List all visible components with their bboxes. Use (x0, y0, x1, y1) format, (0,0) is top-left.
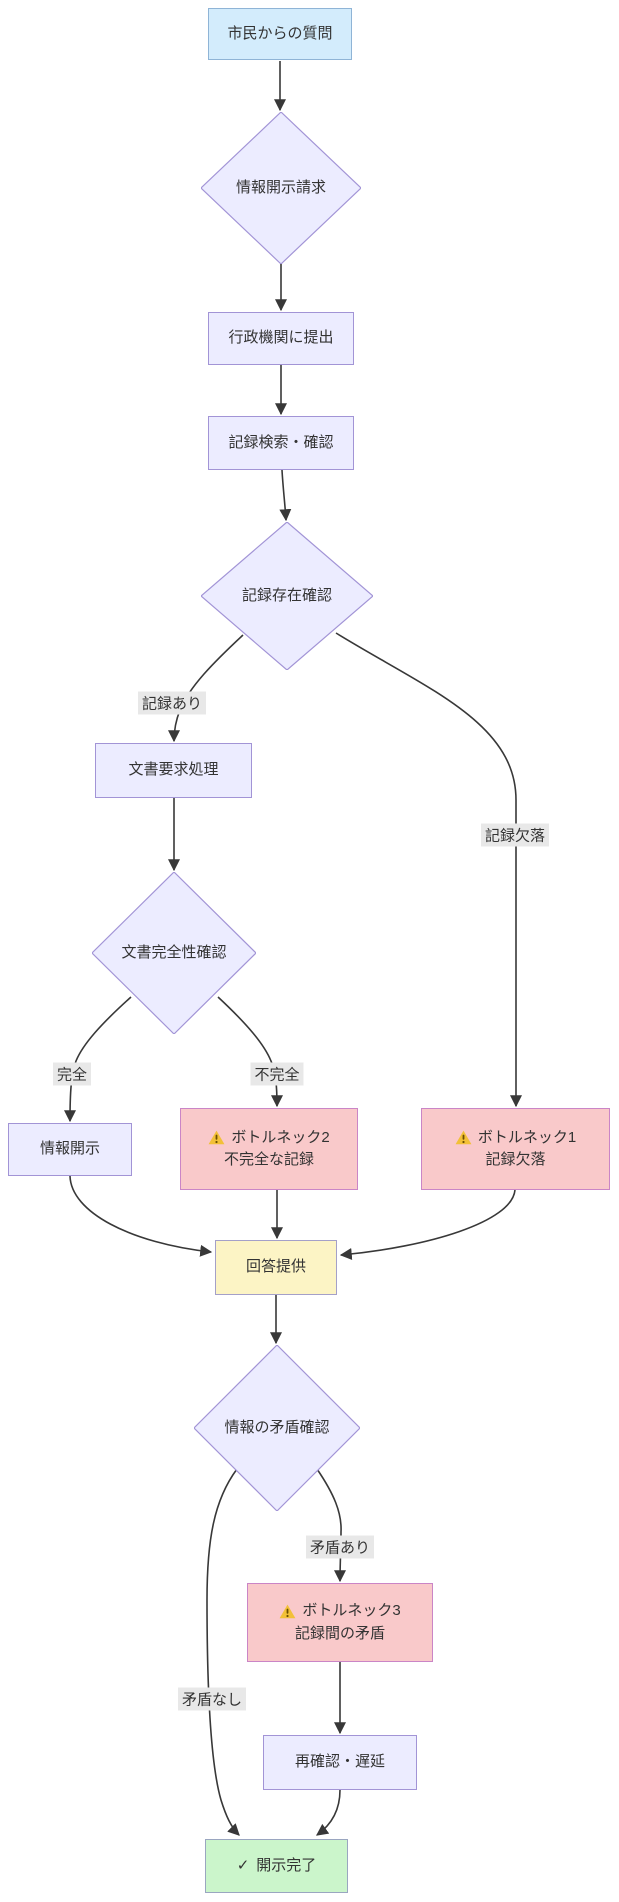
node-document-request: 文書要求処理 (95, 743, 252, 798)
node-contradiction-check-label: 情報の矛盾確認 (224, 1418, 330, 1436)
node-doc-completeness-check: 文書完全性確認 (92, 872, 256, 1034)
node-citizen-question: 市民からの質問 (208, 8, 352, 60)
diamond-shape (201, 522, 373, 670)
node-disclosure-request: 情報開示請求 (201, 112, 361, 264)
edge-bottleneck1-to-answer (339, 1189, 516, 1260)
node-disclosure-complete-label: 開示完了 (256, 1856, 317, 1874)
node-record-search-label: 記録検索・確認 (228, 433, 334, 451)
node-record-exists-check: 記録存在確認 (201, 522, 373, 670)
diamond-shape (92, 872, 256, 1034)
bottleneck3-subtitle: 記録間の矛盾 (294, 1624, 385, 1642)
node-bottleneck2: ボトルネック2 不完全な記録 (180, 1108, 358, 1190)
edge-label-incomplete: 不完全 (250, 1062, 304, 1086)
diamond-shape (194, 1345, 360, 1511)
edge-contradiction-to-bottleneck3 (316, 1468, 347, 1583)
edge-search-to-exists (279, 469, 292, 522)
node-disclosure-request-label: 情報開示請求 (235, 178, 326, 196)
node-answer-provision: 回答提供 (215, 1240, 337, 1295)
check-icon: ✓ (236, 1856, 250, 1874)
node-record-exists-check-label: 記録存在確認 (241, 586, 332, 604)
warning-icon (279, 1604, 296, 1619)
edge-completeness-to-disclosure (64, 996, 132, 1123)
node-submit-to-agency-label: 行政機関に提出 (228, 329, 334, 347)
bottleneck1-subtitle: 記録欠落 (485, 1151, 546, 1168)
edge-label-no-contradiction: 矛盾なし (177, 1687, 247, 1711)
bottleneck2-title: ボトルネック2 (231, 1128, 330, 1146)
node-record-search: 記録検索・確認 (208, 416, 354, 470)
node-doc-completeness-check-label: 文書完全性確認 (121, 943, 227, 961)
node-recheck-delay-label: 再確認・遅延 (294, 1753, 385, 1771)
node-info-disclosure-label: 情報開示 (39, 1140, 100, 1158)
edge-completeness-to-bottleneck2 (217, 996, 283, 1108)
node-document-request-label: 文書要求処理 (128, 761, 219, 779)
edge-label-record-found: 記録あり (137, 691, 207, 715)
node-bottleneck1: ボトルネック1 記録欠落 (421, 1108, 610, 1190)
node-recheck-delay: 再確認・遅延 (263, 1735, 417, 1790)
node-disclosure-complete: ✓ 開示完了 (205, 1839, 348, 1893)
edge-label-contradiction-found: 矛盾あり (305, 1535, 375, 1559)
node-contradiction-check: 情報の矛盾確認 (194, 1345, 360, 1511)
node-answer-provision-label: 回答提供 (245, 1258, 306, 1276)
bottleneck2-subtitle: 不完全な記録 (223, 1151, 314, 1168)
node-submit-to-agency: 行政機関に提出 (208, 312, 354, 365)
edge-exists-to-bottleneck1 (335, 632, 522, 1108)
edge-disclosure-to-answer (69, 1175, 213, 1257)
node-citizen-question-label: 市民からの質問 (227, 24, 333, 42)
node-bottleneck3: ボトルネック3 記録間の矛盾 (247, 1583, 433, 1662)
bottleneck1-title: ボトルネック1 (477, 1128, 577, 1146)
warning-icon (208, 1130, 225, 1145)
node-info-disclosure: 情報開示 (8, 1123, 132, 1176)
edge-contradiction-to-complete (206, 1468, 240, 1836)
bottleneck3-title-row: ボトルネック3 (279, 1600, 401, 1623)
bottleneck2-title-row: ボトルネック2 (208, 1127, 330, 1150)
bottleneck3-title: ボトルネック3 (302, 1602, 401, 1619)
edge-recheck-to-complete (316, 1789, 341, 1836)
warning-icon (455, 1130, 472, 1145)
diamond-shape (201, 112, 361, 264)
edge-label-record-missing: 記録欠落 (480, 823, 550, 847)
edge-label-complete: 完全 (52, 1062, 92, 1086)
bottleneck1-title-row: ボトルネック1 (455, 1127, 576, 1150)
